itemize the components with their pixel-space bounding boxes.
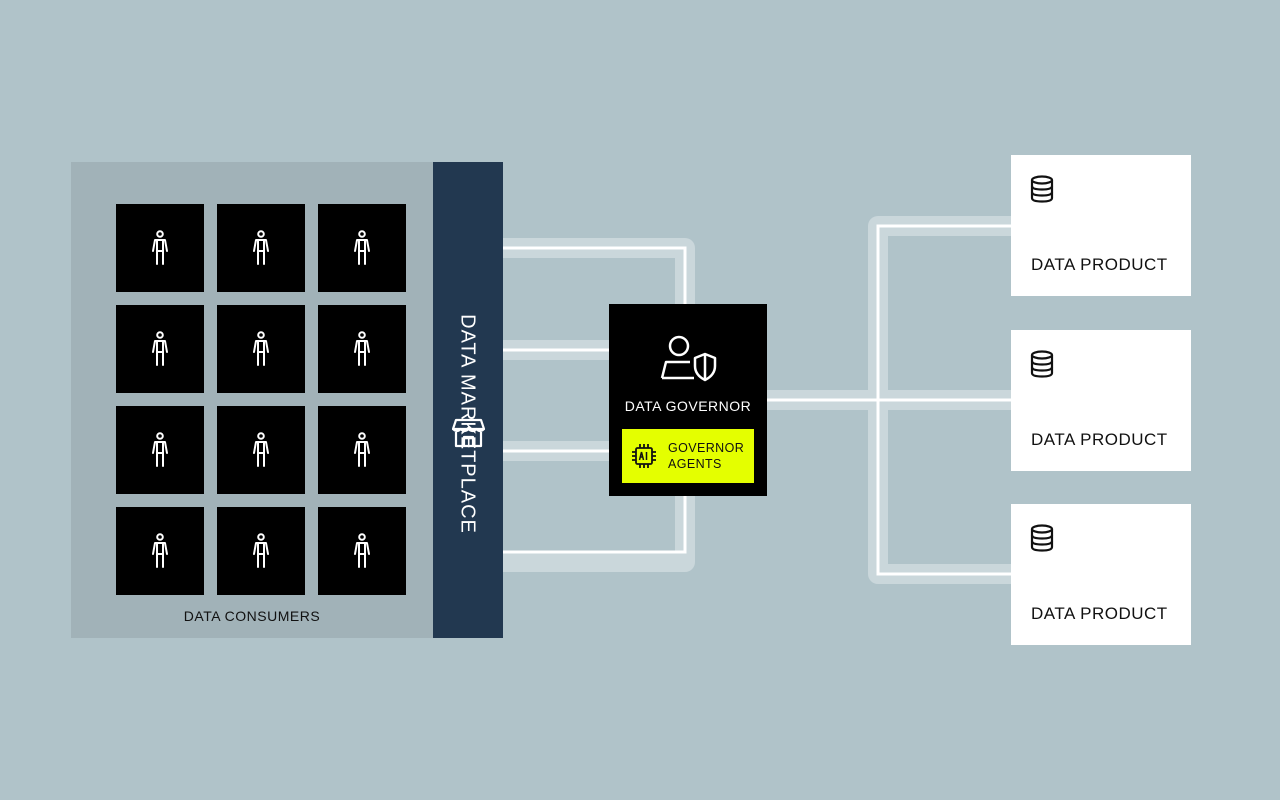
consumer-tile — [318, 204, 406, 292]
governor-agents-badge: GOVERNOR AGENTS — [622, 429, 754, 483]
governor-label: DATA GOVERNOR — [624, 398, 752, 414]
data-product-card: DATA PRODUCT — [1011, 504, 1191, 645]
data-product-label: DATA PRODUCT — [1031, 604, 1168, 623]
consumer-tile — [217, 406, 305, 494]
ai-chip-icon — [632, 444, 656, 468]
user-shield-icon — [660, 335, 717, 382]
storefront-icon — [452, 418, 485, 448]
consumer-tile — [318, 305, 406, 393]
consumer-tile — [116, 507, 204, 595]
consumer-tile — [318, 507, 406, 595]
data-governor-box: DATA GOVERNOR GOVERNOR AGENTS — [609, 304, 767, 496]
database-icon — [1030, 175, 1054, 203]
agents-label-line2: AGENTS — [668, 457, 722, 471]
person-icon — [352, 331, 372, 367]
consumers-label: DATA CONSUMERS — [183, 608, 321, 624]
data-product-card: DATA PRODUCT — [1011, 155, 1191, 296]
person-icon — [251, 230, 271, 266]
person-icon — [352, 533, 372, 569]
data-product-label: DATA PRODUCT — [1031, 255, 1168, 274]
person-icon — [150, 331, 170, 367]
consumer-tile — [217, 305, 305, 393]
marketplace-label: DATA MARKETPLACE — [456, 314, 479, 534]
person-icon — [251, 432, 271, 468]
consumer-tile — [116, 204, 204, 292]
person-icon — [352, 432, 372, 468]
consumer-tile — [116, 406, 204, 494]
person-icon — [150, 230, 170, 266]
data-product-label: DATA PRODUCT — [1031, 430, 1168, 449]
person-icon — [150, 432, 170, 468]
data-product-card: DATA PRODUCT — [1011, 330, 1191, 471]
person-icon — [251, 331, 271, 367]
consumer-tile — [217, 204, 305, 292]
person-icon — [352, 230, 372, 266]
consumer-tile — [116, 305, 204, 393]
person-icon — [150, 533, 170, 569]
agents-label: GOVERNOR AGENTS — [668, 440, 754, 472]
database-icon — [1030, 350, 1054, 378]
database-icon — [1030, 524, 1054, 552]
consumer-tile — [217, 507, 305, 595]
person-icon — [251, 533, 271, 569]
agents-label-line1: GOVERNOR — [668, 441, 745, 455]
marketplace-bar — [433, 162, 503, 638]
consumer-tile — [318, 406, 406, 494]
